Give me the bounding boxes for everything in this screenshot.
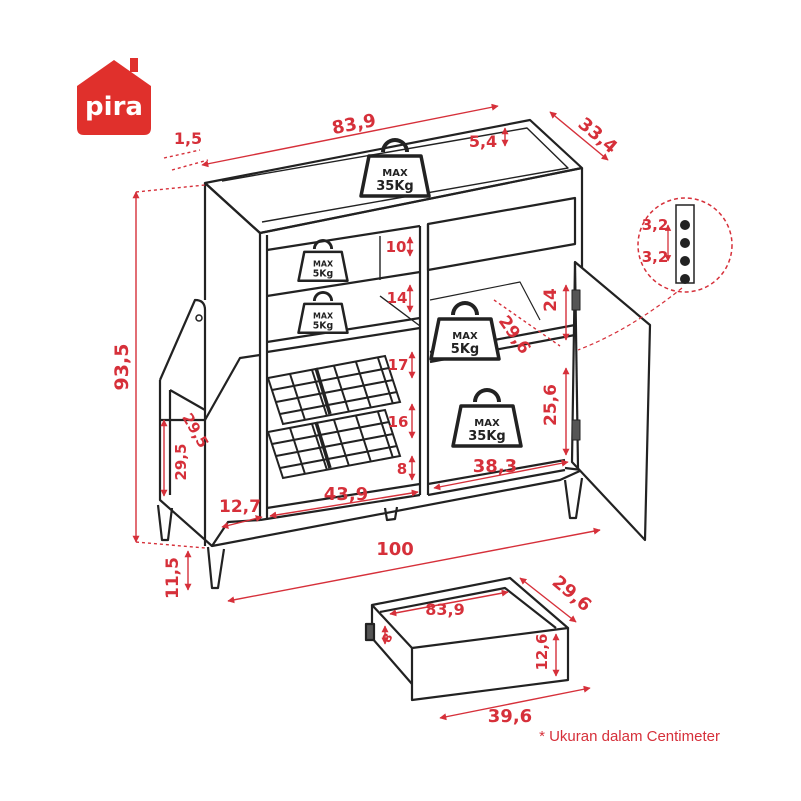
- hole-spacing-1-label: 3,2: [642, 216, 669, 234]
- svg-text:5Kg: 5Kg: [451, 342, 479, 357]
- weight-icon-cabinet-bottom: MAX 35Kg: [451, 386, 523, 448]
- svg-text:MAX: MAX: [382, 168, 408, 179]
- drawer-inner-width-label: 83,9: [425, 600, 464, 619]
- drawer-front-width-label: 39,6: [488, 706, 532, 727]
- leg-height-label: 11,5: [163, 557, 183, 599]
- weight-icon-shelf-2: MAX 5Kg: [297, 289, 349, 334]
- logo-text: pira: [85, 92, 143, 122]
- svg-text:MAX: MAX: [474, 418, 500, 429]
- top-width-label: 83,9: [330, 110, 378, 139]
- drawer-handle-label: 8: [379, 631, 395, 645]
- pira-logo: pira: [77, 58, 151, 135]
- shoe-rack-upper: [266, 354, 402, 426]
- weight-icon-shelf-1: MAX 5Kg: [297, 237, 349, 282]
- shoe-racks: [266, 354, 402, 480]
- dimension-labels: 83,9 1,5 33,4 5,4 93,5 10 14 17 16 8 29,…: [111, 110, 668, 727]
- svg-text:5Kg: 5Kg: [313, 320, 333, 331]
- top-rim-label: 5,4: [469, 132, 497, 151]
- side-compartment-height-label: 29,5: [172, 443, 190, 480]
- rack-gap-3-label: 8: [397, 460, 407, 478]
- rack-gap-2-label: 16: [388, 413, 409, 431]
- hole-spacing-2-label: 3,2: [642, 248, 669, 266]
- shelf-hole-detail: [577, 197, 733, 351]
- cabinet-inner-width-label: 38,3: [473, 456, 517, 477]
- shelf-gap-top-label: 10: [386, 238, 407, 256]
- weight-icon-cabinet-shelf: MAX 5Kg: [429, 299, 501, 361]
- svg-text:35Kg: 35Kg: [376, 179, 413, 194]
- shoe-rack-lower: [266, 408, 402, 480]
- rack-gap-1-label: 17: [388, 356, 409, 374]
- total-height-label: 93,5: [111, 344, 133, 391]
- drawer-height-label: 12,6: [533, 633, 551, 670]
- shelf-gap-2-label: 14: [387, 289, 408, 307]
- svg-text:MAX: MAX: [313, 311, 333, 320]
- svg-text:MAX: MAX: [313, 259, 333, 268]
- total-width-label: 100: [376, 539, 414, 560]
- logo-house-shape: [77, 60, 151, 135]
- weight-icon-top: MAX 35Kg: [359, 136, 431, 198]
- svg-text:MAX: MAX: [452, 331, 478, 342]
- side-width-label: 12,7: [219, 497, 261, 517]
- svg-text:5Kg: 5Kg: [313, 268, 333, 279]
- lower-cabinet-height-label: 25,6: [541, 384, 561, 426]
- drawer-depth-label: 29,6: [548, 571, 596, 616]
- footnote-units: * Ukuran dalam Centimeter: [539, 728, 720, 745]
- svg-text:35Kg: 35Kg: [468, 429, 505, 444]
- shelf-depth-label: 29,6: [494, 312, 534, 358]
- rack-width-label: 43,9: [324, 484, 368, 505]
- upper-cabinet-height-label: 24: [541, 288, 561, 312]
- dimension-lines: [132, 103, 609, 721]
- top-edge-label: 1,5: [174, 129, 202, 148]
